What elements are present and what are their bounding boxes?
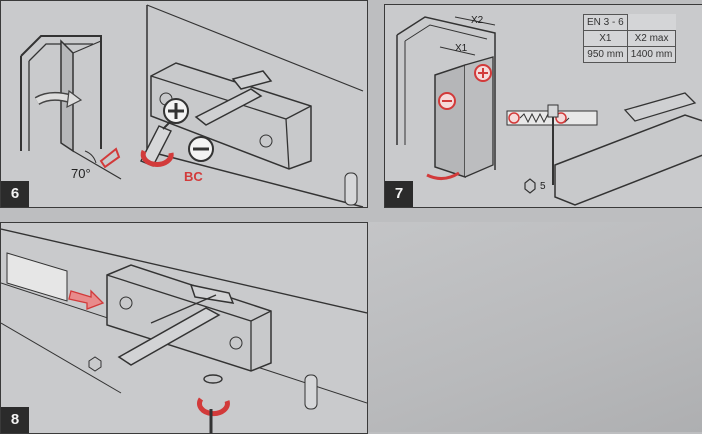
x1-label: X1 <box>455 43 468 54</box>
screw-size-label: 5 <box>540 181 546 192</box>
panel-step-6: 70° BC 6 <box>0 0 368 208</box>
panel-step-8: 8 <box>0 222 368 434</box>
table-header-x1: X1 <box>583 30 628 47</box>
en-size-table: EN 3 - 6 X1 X2 max 950 mm 1400 mm <box>583 14 677 63</box>
step-number-7: 7 <box>385 181 413 207</box>
table-title: EN 3 - 6 <box>583 14 628 31</box>
step-6-illustration <box>20 4 364 207</box>
step-number-8: 8 <box>1 407 29 433</box>
bc-label: BC <box>184 169 203 184</box>
step-8-illustration <box>1 228 367 433</box>
step-7-illustration <box>396 16 702 206</box>
angle-label: 70° <box>71 166 91 181</box>
step-number-6: 6 <box>1 181 29 207</box>
table-value-x1: 950 mm <box>583 46 628 63</box>
x2-label: X2 <box>471 15 484 26</box>
table-header-x2max: X2 max <box>626 30 677 47</box>
empty-page-area <box>368 222 702 432</box>
table-value-x2max: 1400 mm <box>626 46 677 63</box>
